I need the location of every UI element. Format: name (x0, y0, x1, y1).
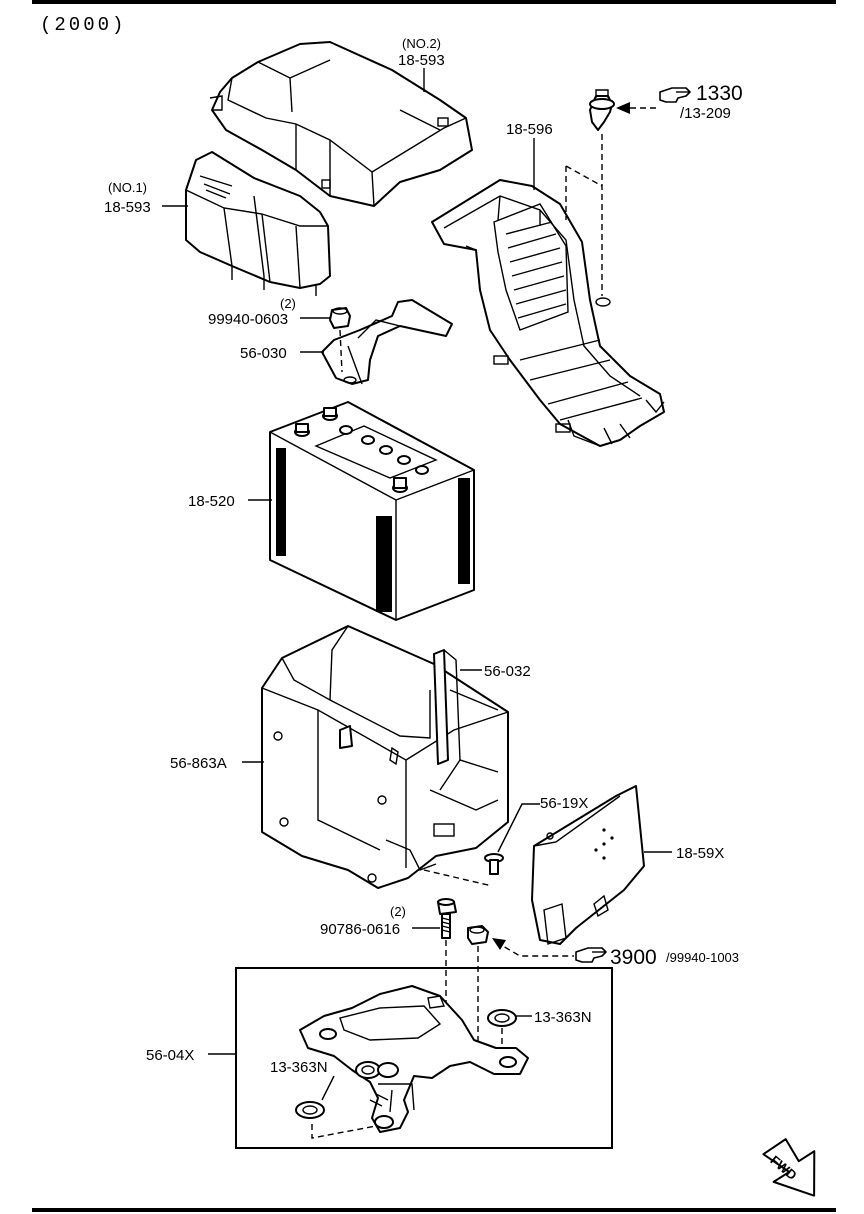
label-cover-no2-qual: (NO.2) (402, 36, 441, 51)
bolt-small-part (423, 853, 504, 887)
label-battery: 18-520 (188, 493, 235, 510)
label-rod: 56-032 (484, 663, 531, 680)
year-label: (2000) (40, 14, 126, 36)
plate-part (531, 785, 645, 945)
rod-part (433, 649, 499, 765)
nut-part (329, 307, 351, 329)
leader-3900-arrow (492, 938, 506, 950)
label-cover-no1: 18-593 (104, 199, 151, 216)
label-duct: 18-596 (506, 121, 553, 138)
leader-bolt-small (497, 803, 540, 853)
tray-part (261, 625, 509, 889)
top-rule (32, 0, 836, 4)
label-nut: 99940-0603 (208, 311, 288, 328)
bracket-box (235, 967, 613, 1149)
label-ref-3900-sub: /99940-1003 (666, 950, 739, 965)
battery-terminals (294, 407, 429, 493)
label-clamp: 56-030 (240, 345, 287, 362)
label-ref-1330-sub: /13-209 (680, 105, 731, 122)
cover-no2-part (209, 41, 473, 207)
hand-pointer-icon (659, 87, 691, 103)
clip-1330-part (565, 89, 615, 296)
battery-part (269, 401, 475, 621)
leader-washer-left (321, 1075, 335, 1101)
washer-left-part (295, 1101, 377, 1139)
label-bolt-qty: (2) (390, 904, 406, 919)
label-washer-right: 13-363N (534, 1009, 592, 1026)
leader-1330-arrow (616, 102, 630, 114)
bottom-rule (32, 1208, 836, 1212)
label-bracket: 56-04X (146, 1047, 194, 1064)
cover-no1-part (185, 151, 331, 296)
leader-3900 (495, 941, 574, 957)
label-tray: 56-863A (170, 755, 227, 772)
clamp-part (321, 299, 453, 385)
duct-part (431, 179, 665, 447)
label-cover-no2: 18-593 (398, 52, 445, 69)
washer-right-part (487, 1009, 517, 1048)
hand-pointer-icon (575, 947, 607, 963)
label-plate: 18-59X (676, 845, 724, 862)
label-ref-1330: 1330 (696, 82, 743, 105)
label-ref-3900: 3900 (610, 946, 657, 969)
fwd-arrow-icon: FWD (762, 1138, 816, 1197)
label-bolt: 90786-0616 (320, 921, 400, 938)
bracket-part (299, 985, 529, 1133)
label-nut-qty: (2) (280, 296, 296, 311)
label-cover-no1-qual: (NO.1) (108, 180, 147, 195)
label-washer-left: 13-363N (270, 1059, 328, 1076)
label-bolt-small: 56-19X (540, 795, 588, 812)
